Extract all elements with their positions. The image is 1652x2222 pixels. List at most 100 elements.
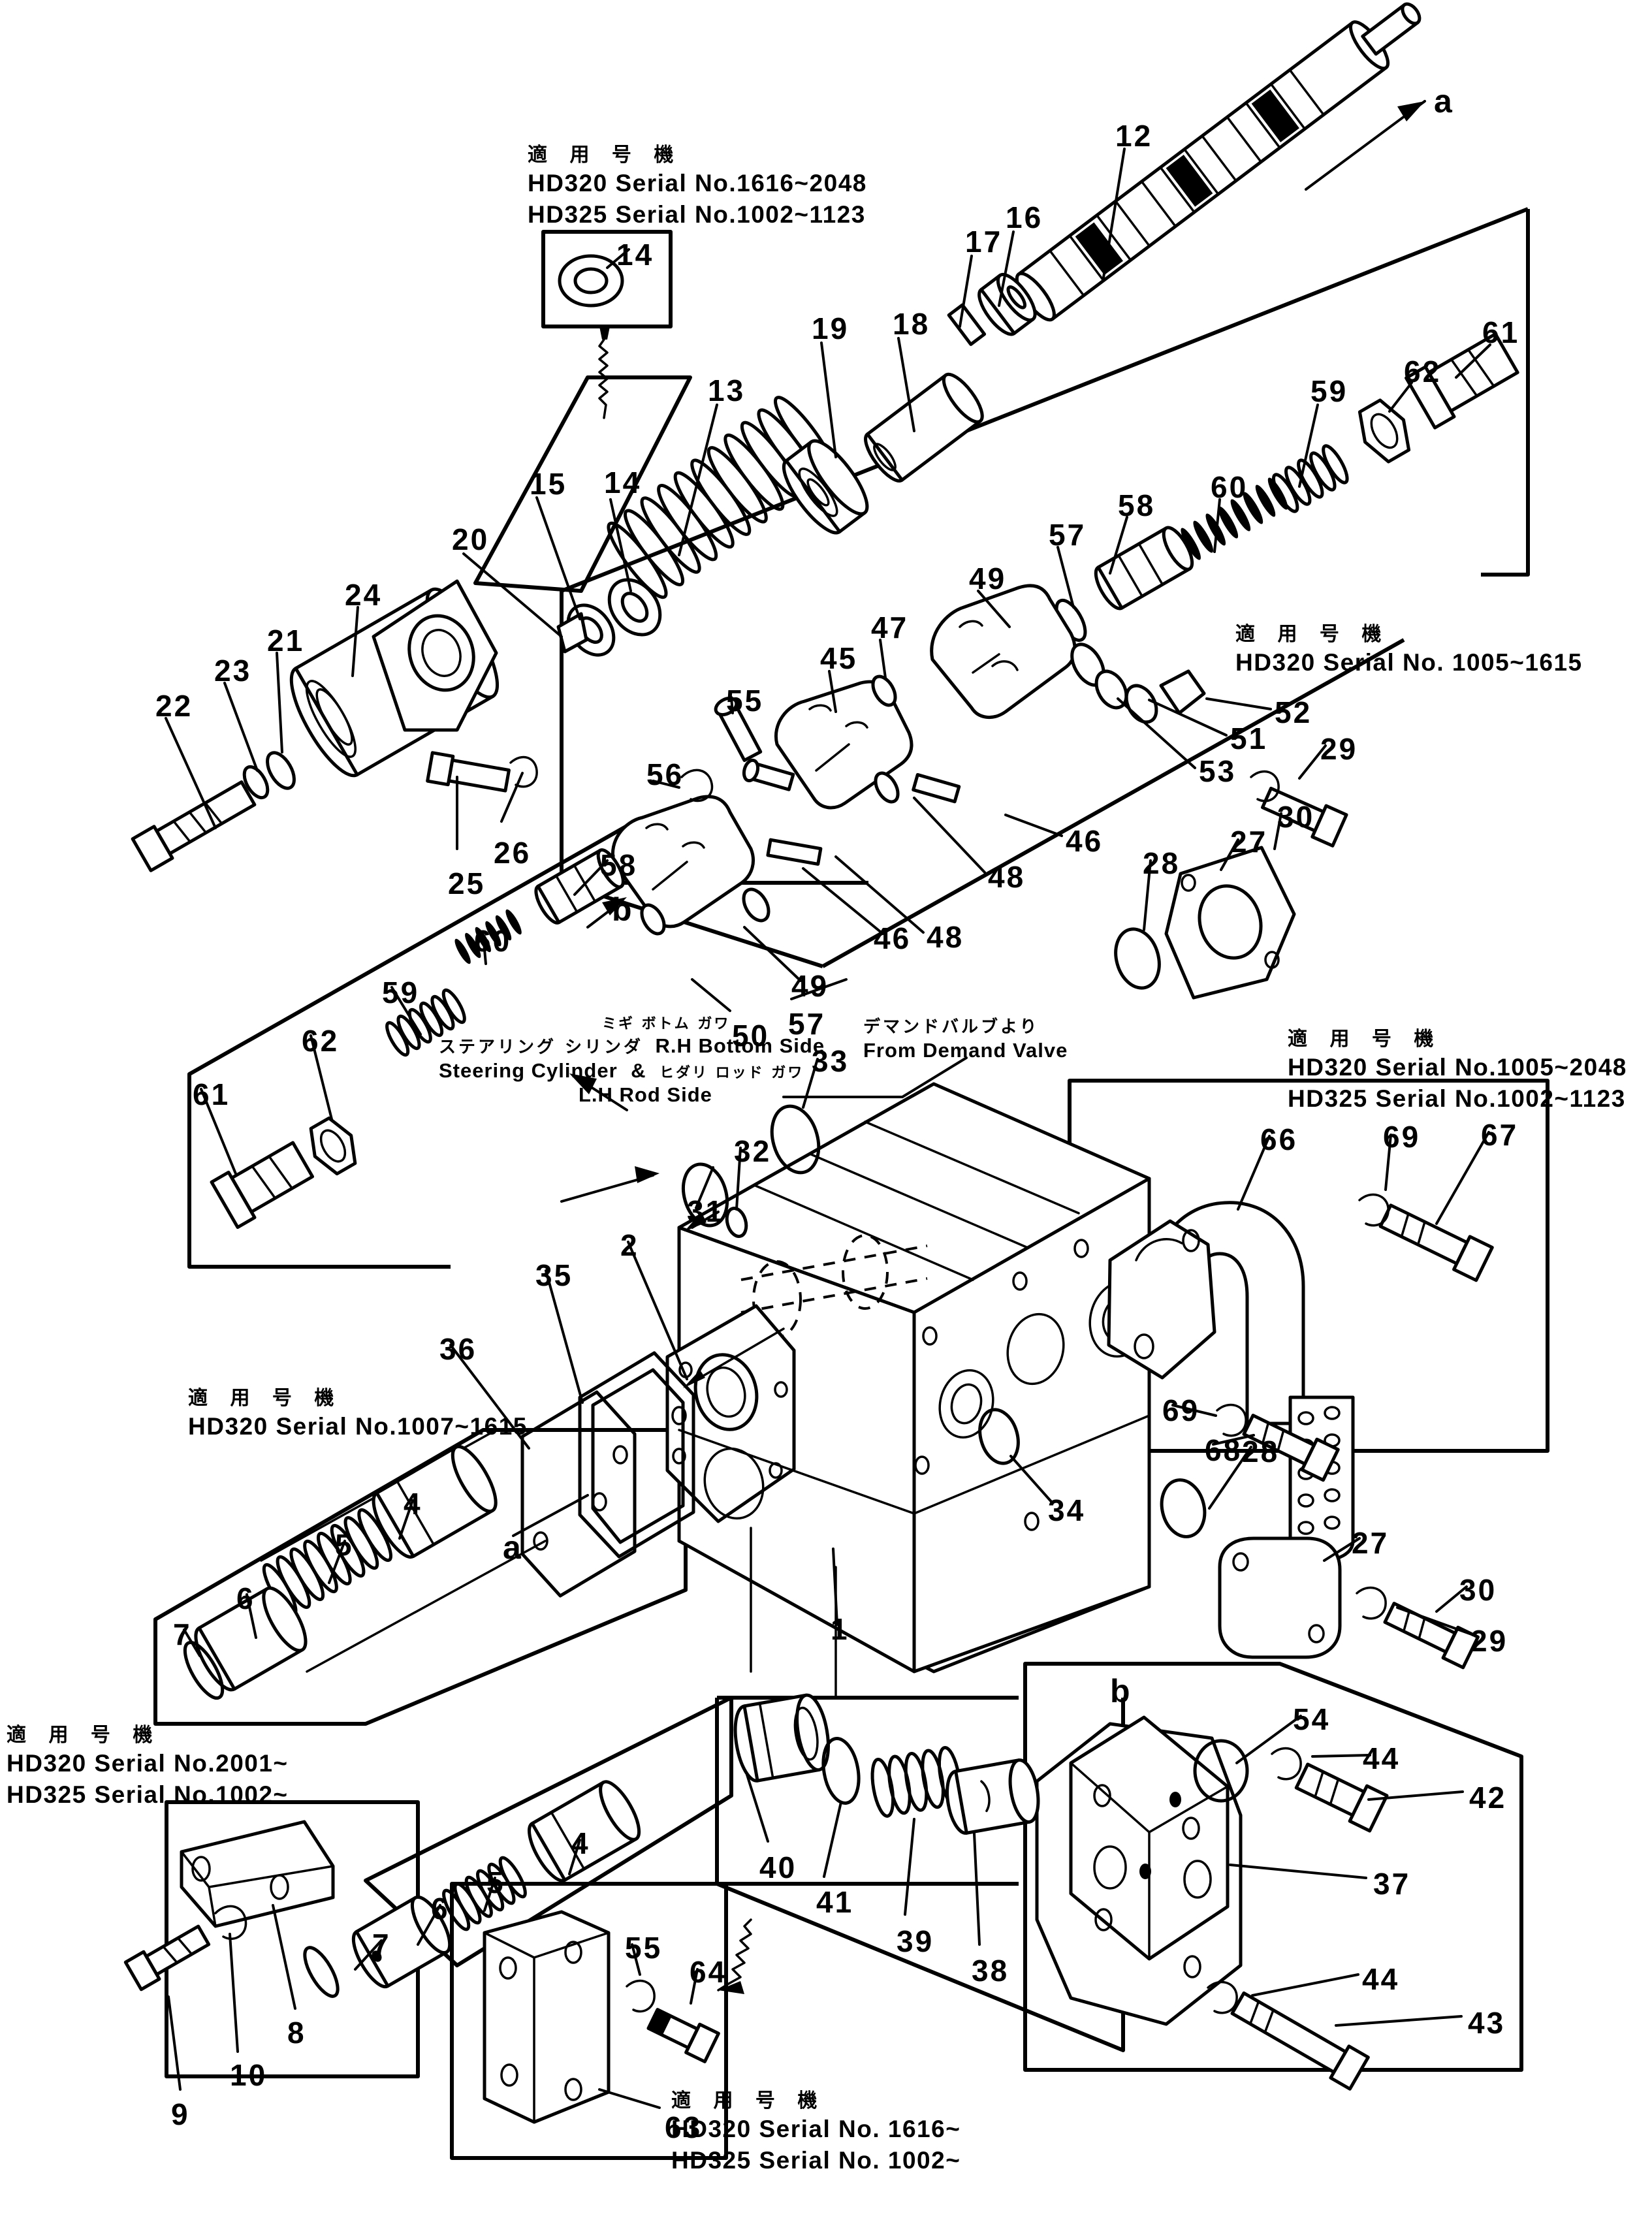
callout-18: 18 [893, 307, 930, 341]
serial-line: HD325 Serial No.1002~1123 [528, 201, 866, 229]
group-box-spring-13 [473, 375, 692, 593]
callout-13: 13 [708, 373, 746, 407]
annot-en-line-1: Steering Cylinder [439, 1058, 618, 1082]
serial-line: HD325 Serial No.1002~ [7, 1781, 289, 1809]
callout-14: 14 [616, 238, 654, 272]
callout-45: 45 [820, 641, 858, 675]
callout-59: 59 [1310, 374, 1348, 408]
serial-jp-label: 適 用 号 機 [188, 1387, 342, 1410]
serial-note-bottom-center: 適 用 号 機 HD320 Serial No. 1616~ HD325 Ser… [671, 2088, 961, 2176]
annotation-steering-cylinder: ミギ ボトム ガワ ステアリング シリンダ R.H Bottom Side St… [439, 1016, 825, 1107]
serial-line: HD320 Serial No.1616~2048 [528, 170, 867, 197]
callout-48: 48 [927, 920, 964, 954]
callout-69: 69 [1162, 1393, 1200, 1427]
cover-27-lower [1160, 1478, 1480, 1670]
callout-67: 67 [1481, 1118, 1519, 1152]
callout-46: 46 [1066, 824, 1104, 858]
serial-line: HD325 Serial No.1002~1123 [1288, 1085, 1626, 1113]
callout-48: 48 [988, 860, 1026, 894]
callout-44: 44 [1362, 1962, 1400, 1996]
annotation-demand-valve: デマンドバルブより From Demand Valve [863, 1017, 1068, 1063]
callout-17: 17 [965, 225, 1003, 259]
callout-19: 19 [812, 311, 850, 345]
annot-jp-small-2: ヒダリ ロッド ガワ [659, 1064, 804, 1081]
cover-plate-63 [483, 1910, 720, 2124]
callout-50: 50 [732, 1019, 770, 1053]
callout-42: 42 [1469, 1781, 1507, 1815]
callout-62: 62 [302, 1024, 340, 1058]
callout-46: 46 [874, 921, 912, 955]
callout-6: 6 [236, 1581, 255, 1615]
callout-33: 33 [812, 1044, 850, 1078]
annot-en-line-4: L.H Rod Side [579, 1083, 712, 1107]
callout-63: 63 [665, 2110, 703, 2144]
bracket-8-assembly [123, 1820, 335, 1992]
callout-57: 57 [788, 1007, 826, 1041]
lead-arrow-demand-valve [782, 1056, 968, 1098]
callout-60: 60 [1211, 470, 1248, 504]
serial-note-left-lower: 適 用 号 機 HD320 Serial No.1007~1615 [188, 1386, 528, 1442]
serial-note-left-bottom: 適 用 号 機 HD320 Serial No.2001~ HD325 Seri… [7, 1722, 289, 1811]
serial-note-right-mid: 適 用 号 機 HD320 Serial No.1005~2048 HD325 … [1288, 1026, 1627, 1115]
callout-34: 34 [1048, 1493, 1086, 1527]
serial-line: HD320 Serial No. 1005~1615 [1235, 649, 1583, 676]
leader-lines [165, 148, 1491, 2109]
callout-31: 31 [687, 1194, 725, 1228]
annot-en-line-2: R.H Bottom Side [655, 1034, 825, 1057]
callout-61: 61 [193, 1077, 230, 1111]
callout-38: 38 [972, 1954, 1009, 1988]
serial-line: HD325 Serial No. 1002~ [671, 2147, 961, 2174]
callout-37: 37 [1373, 1867, 1411, 1901]
callout-25: 25 [448, 866, 486, 900]
callout-23: 23 [214, 654, 252, 688]
callout-7: 7 [173, 1617, 192, 1651]
cover-36 [520, 1390, 637, 1598]
callout-66: 66 [1260, 1122, 1298, 1156]
callout-b: b [1110, 1673, 1132, 1709]
callout-58: 58 [600, 848, 638, 882]
annot-demand-jp: デマンドバルブより [863, 1017, 1040, 1037]
group-box-bottom-left-8910 [165, 1800, 420, 2078]
callout-12: 12 [1115, 119, 1153, 153]
callout-35: 35 [535, 1258, 573, 1292]
callout-41: 41 [816, 1885, 854, 1919]
callout-a: a [503, 1529, 523, 1566]
pilot-valve-body-45 [742, 675, 961, 810]
annot-en-amp: & [631, 1058, 646, 1082]
serial-line: HD320 Serial No. 1616~ [671, 2116, 961, 2142]
callout-55: 55 [726, 684, 764, 718]
main-valve-body-1 [665, 1082, 1152, 1699]
washer-14-left [607, 578, 662, 637]
lead-arrow-body-in [560, 1166, 659, 1203]
retainer-19 [782, 439, 869, 535]
callout-27: 27 [1230, 825, 1268, 859]
callout-57: 57 [1049, 518, 1087, 552]
annot-demand-en: From Demand Valve [863, 1038, 1068, 1062]
serial-jp-label: 適 用 号 機 [671, 2089, 825, 2112]
retainer-20 [556, 612, 588, 654]
callout-43: 43 [1468, 2006, 1506, 2040]
gasket-35 [578, 1351, 695, 1559]
threaded-rod-bottom [717, 1918, 752, 1994]
serial-line: HD320 Serial No.1007~1615 [188, 1413, 528, 1440]
callout-6: 6 [431, 1892, 450, 1926]
lead-arrow-aux [684, 1211, 720, 1231]
oring-32-small [725, 1207, 748, 1238]
callout-16: 16 [1006, 200, 1043, 234]
callout-5: 5 [486, 1865, 505, 1899]
callout-61: 61 [1482, 315, 1520, 349]
annot-jp-small-1: ミギ ボトム ガワ [602, 1016, 731, 1032]
serial-note-top-left: 適 用 号 機 HD320 Serial No.1616~2048 HD325 … [528, 142, 867, 230]
cover-block-37 [1035, 1715, 1389, 2091]
callout-28: 28 [1143, 846, 1181, 880]
callout-51: 51 [1230, 722, 1268, 755]
oring-34 [978, 1408, 1020, 1465]
callout-7: 7 [372, 1928, 391, 1961]
callout-26: 26 [494, 836, 532, 870]
callout-24: 24 [345, 578, 383, 612]
oring-31 [682, 1162, 729, 1228]
serial-jp-label: 適 用 号 機 [1288, 1028, 1442, 1051]
callout-39: 39 [897, 1924, 934, 1958]
